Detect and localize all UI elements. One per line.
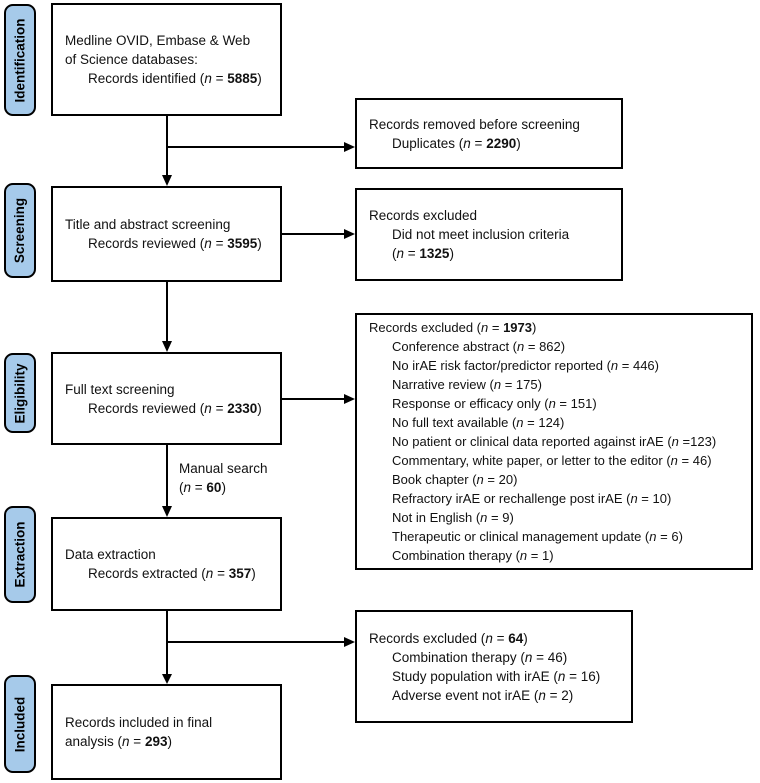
stage-label-included: Included <box>4 675 36 773</box>
box-excluded-full-text: Records excluded (n = 1973)Conference ab… <box>355 313 753 570</box>
stage-label-screening: Screening <box>4 183 36 278</box>
stage-label-extraction-text: Extraction <box>12 521 28 588</box>
arrow-identification-to-duplicates <box>166 142 355 152</box>
arrow-extraction-to-excluded <box>166 637 355 647</box>
label-manual-search: Manual search(n = 60) <box>179 461 268 495</box>
arrow-identification-to-screening <box>162 116 172 186</box>
arrow-eligibility-to-extraction <box>162 445 172 517</box>
arrow-extraction-to-included <box>162 611 172 684</box>
arrow-screening-to-excluded <box>282 229 355 239</box>
stage-label-eligibility-text: Eligibility <box>12 362 28 424</box>
stage-label-identification: Identification <box>4 4 36 116</box>
arrow-eligibility-to-excluded <box>282 394 355 404</box>
stage-label-included-text: Included <box>12 696 28 752</box>
stage-label-extraction: Extraction <box>4 506 36 603</box>
arrow-screening-to-eligibility <box>162 282 172 352</box>
box-excluded-data-extraction: Records excluded (n = 64)Combination the… <box>355 610 633 723</box>
stage-label-identification-text: Identification <box>12 18 28 102</box>
stage-label-eligibility: Eligibility <box>4 353 36 433</box>
stage-label-screening-text: Screening <box>12 197 28 264</box>
